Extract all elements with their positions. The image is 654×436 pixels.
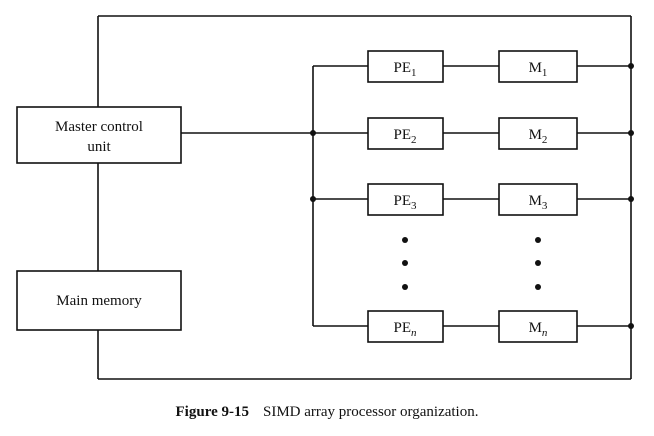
- master-control-label-line1: Master control: [55, 119, 143, 135]
- figure-caption-text: SIMD array processor organization.: [263, 404, 479, 420]
- main-memory-box: [16, 270, 182, 331]
- ellipsis-dot: [535, 260, 541, 266]
- pe3-label: PE3: [393, 193, 417, 212]
- m1-label: M1: [529, 60, 548, 79]
- junction-dot: [628, 196, 634, 202]
- figure-caption: Figure 9-15 SIMD array processor organiza…: [176, 404, 479, 420]
- pen-label: PEn: [393, 320, 417, 339]
- m3-box: [498, 183, 578, 216]
- pe2-box: [367, 117, 444, 150]
- junction-dot: [310, 196, 316, 202]
- pe1-label: PE1: [393, 60, 416, 79]
- figure-number: Figure 9-15: [176, 404, 249, 420]
- ellipsis-dot: [402, 260, 408, 266]
- master-control-label-line2: unit: [87, 139, 111, 155]
- junction-dot: [628, 63, 634, 69]
- ellipsis-dot: [535, 237, 541, 243]
- m1-box: [498, 50, 578, 83]
- m2-label: M2: [529, 127, 548, 146]
- ellipsis-dot: [535, 284, 541, 290]
- pe1-box: [367, 50, 444, 83]
- ellipsis-dot: [402, 284, 408, 290]
- mn-box: [498, 310, 578, 343]
- master-control-unit-box: [16, 106, 182, 164]
- m2-box: [498, 117, 578, 150]
- main-memory-label: Main memory: [56, 293, 142, 309]
- mn-label: Mn: [529, 320, 548, 339]
- pe2-label: PE2: [393, 127, 416, 146]
- ellipsis-dot: [402, 237, 408, 243]
- pe3-box: [367, 183, 444, 216]
- junction-dot: [310, 130, 316, 136]
- junction-dot: [628, 130, 634, 136]
- m3-label: M3: [529, 193, 548, 212]
- junction-dot: [628, 323, 634, 329]
